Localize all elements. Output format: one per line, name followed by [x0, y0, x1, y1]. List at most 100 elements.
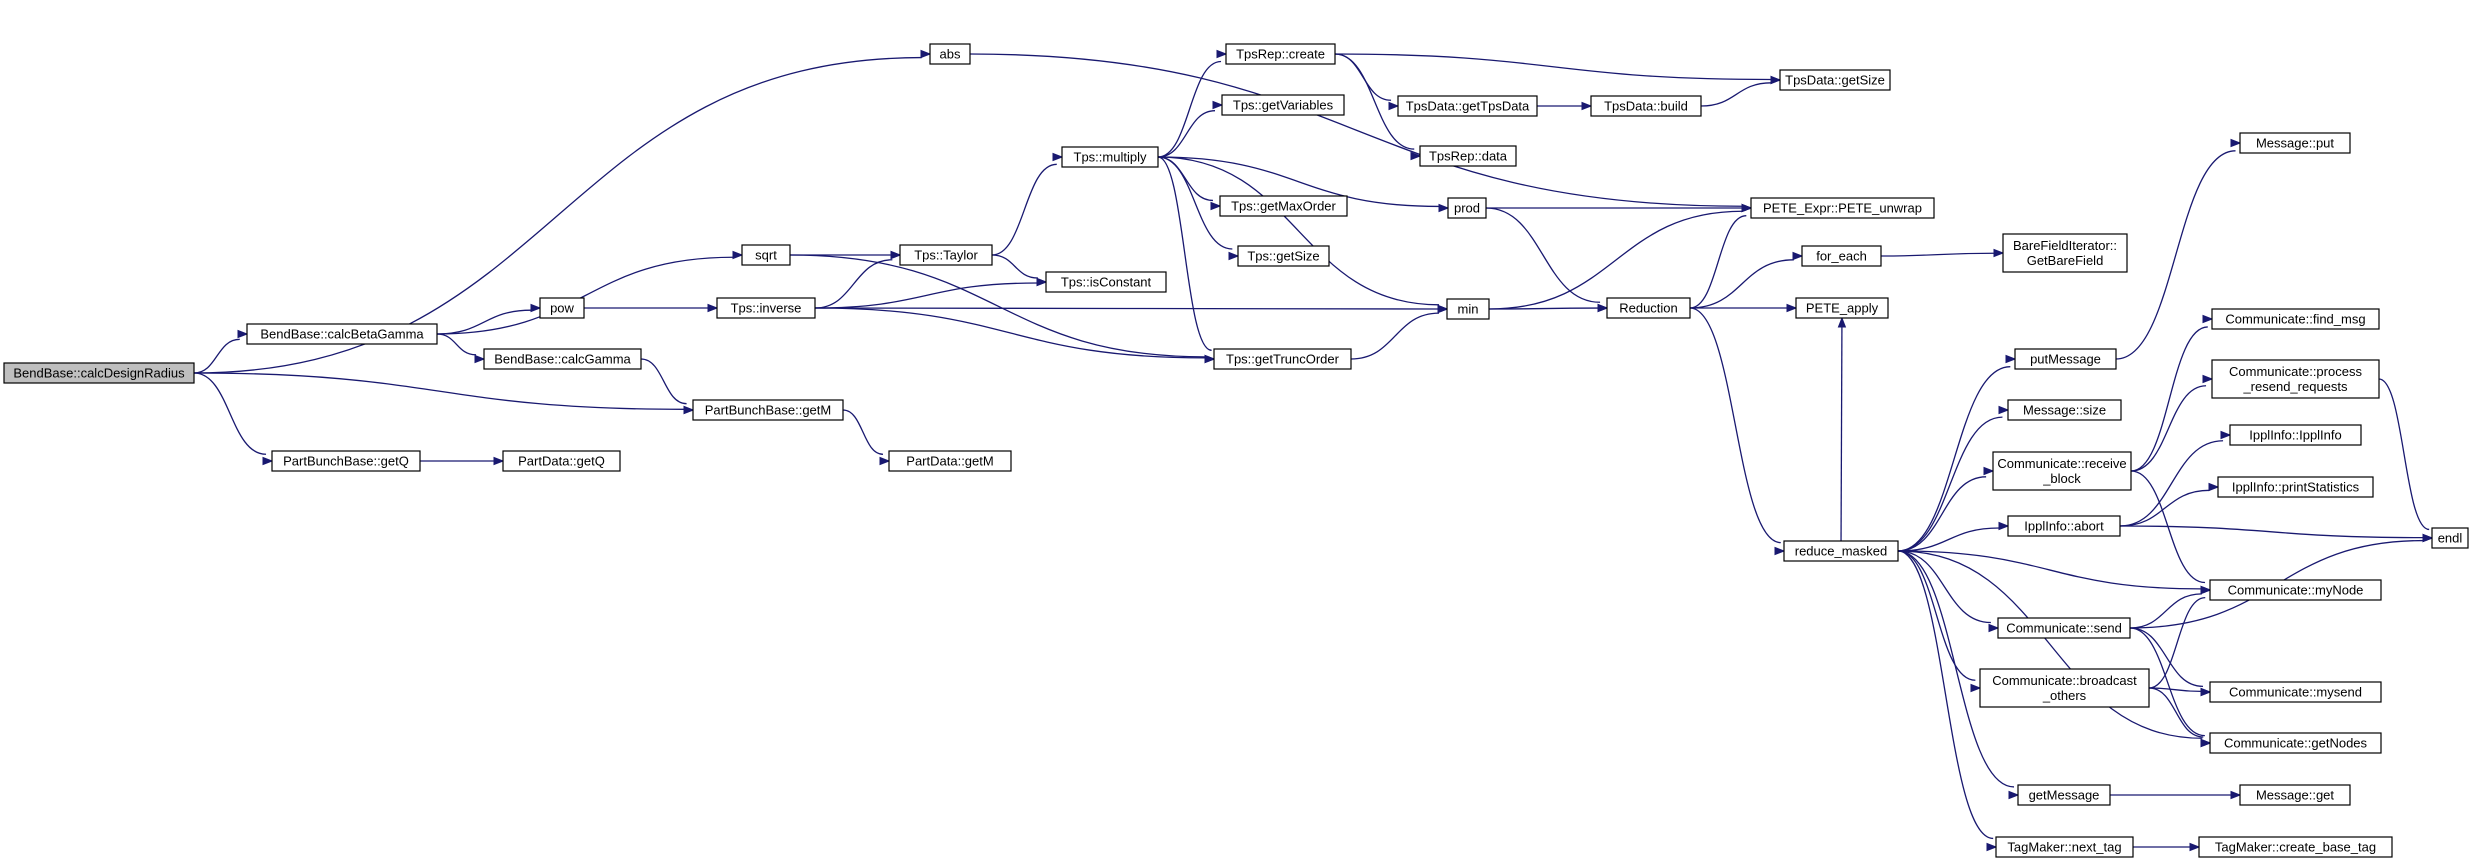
node-box [3, 362, 195, 384]
edge-build-to-dataGetSize [1700, 75, 1782, 107]
node-label: BendBase::calcGamma [494, 352, 631, 367]
node-pow[interactable]: pow [539, 297, 585, 319]
node-label: Tps::getMaxOrder [1231, 199, 1336, 214]
node-reduction[interactable]: Reduction [1606, 297, 1691, 319]
node-reduceMasked[interactable]: reduce_masked [1783, 540, 1899, 562]
arrowhead [2189, 842, 2201, 852]
arrowhead [1970, 683, 1982, 693]
node-receiveBlock[interactable]: Communicate::receive_block [1992, 451, 2132, 491]
node-label: Tps::isConstant [1061, 275, 1152, 290]
arrowhead [1998, 521, 2010, 531]
node-msgGet[interactable]: Message::get [2239, 784, 2351, 806]
node-processResend[interactable]: Communicate::process_resend_requests [2211, 359, 2380, 399]
node-getMessage[interactable]: getMessage [2017, 784, 2111, 806]
node-label: TpsRep::data [1429, 149, 1508, 164]
node-taylor[interactable]: Tps::Taylor [899, 244, 993, 266]
node-label: PartData::getQ [518, 454, 605, 469]
node-label: Communicate::broadcast [1992, 673, 2137, 688]
node-getVariables[interactable]: Tps::getVariables [1221, 94, 1345, 116]
arrowhead [1774, 546, 1786, 556]
node-multiply[interactable]: Tps::multiply [1061, 146, 1159, 168]
node-peteUnwrap[interactable]: PETE_Expr::PETE_unwrap [1750, 197, 1935, 219]
node-isConstant[interactable]: Tps::isConstant [1045, 271, 1167, 293]
node-repData[interactable]: TpsRep::data [1419, 145, 1517, 167]
node-nextTag[interactable]: TagMaker::next_tag [1995, 836, 2134, 858]
node-inverse[interactable]: Tps::inverse [716, 297, 816, 319]
node-box [1397, 95, 1538, 117]
node-printStats[interactable]: IpplInfo::printStatistics [2217, 476, 2374, 498]
node-putMessage[interactable]: putMessage [2014, 348, 2117, 370]
arrowhead [474, 354, 486, 364]
node-getTruncOrder[interactable]: Tps::getTruncOrder [1213, 348, 1352, 370]
node-root[interactable]: BendBase::calcDesignRadius [3, 362, 195, 384]
node-abs[interactable]: abs [929, 43, 971, 65]
node-box [1750, 197, 1935, 219]
node-prod[interactable]: prod [1447, 197, 1487, 219]
node-ipplInfoCtor[interactable]: IpplInfo::IpplInfo [2229, 424, 2362, 446]
node-tpsGetSize[interactable]: Tps::getSize [1237, 245, 1330, 267]
edge-abort-to-ipplInfoCtor [2119, 430, 2232, 527]
node-label: PartBunchBase::getM [705, 403, 831, 418]
arrowhead [1437, 304, 1449, 314]
node-dataGetSize[interactable]: TpsData::getSize [1779, 69, 1891, 91]
node-partGetQ[interactable]: PartBunchBase::getQ [271, 450, 421, 472]
node-msgPut[interactable]: Message::put [2239, 132, 2351, 154]
node-findMsg[interactable]: Communicate::find_msg [2211, 308, 2380, 330]
edge-forEach-to-bareField [1880, 248, 2005, 258]
node-label: IpplInfo::IpplInfo [2249, 428, 2342, 443]
arrowhead [2220, 430, 2232, 440]
node-label: min [1458, 302, 1479, 317]
node-label: BareFieldIterator:: [2013, 238, 2117, 253]
node-box [2217, 476, 2374, 498]
node-dataGetM[interactable]: PartData::getM [888, 450, 1012, 472]
node-calcGamma[interactable]: BendBase::calcGamma [483, 348, 642, 370]
arrowhead [1986, 842, 1998, 852]
node-bareField[interactable]: BareFieldIterator::GetBareField [2002, 233, 2128, 273]
node-getNodes[interactable]: Communicate::getNodes [2209, 732, 2382, 754]
arrowhead [1388, 101, 1400, 111]
node-peteApply[interactable]: PETE_apply [1795, 297, 1889, 319]
node-build[interactable]: TpsData::build [1590, 95, 1702, 117]
node-box [1795, 297, 1889, 319]
node-box [692, 399, 844, 421]
edge-multiply-to-prod [1157, 156, 1450, 213]
node-label: PETE_Expr::PETE_unwrap [1763, 201, 1922, 216]
node-box [539, 297, 585, 319]
node-box [2007, 399, 2122, 421]
node-box [2014, 348, 2117, 370]
node-abort[interactable]: IpplInfo::abort [2007, 515, 2121, 537]
node-label: _others [2042, 688, 2087, 703]
node-label: BendBase::calcDesignRadius [13, 366, 185, 381]
node-min[interactable]: min [1446, 298, 1490, 320]
arrowhead [2230, 138, 2242, 148]
node-sqrt[interactable]: sqrt [741, 244, 791, 266]
node-msgSize[interactable]: Message::size [2007, 399, 2122, 421]
arrowhead [1770, 75, 1782, 85]
edge-multiply-to-getVariables [1157, 100, 1224, 158]
node-endl[interactable]: endl [2431, 527, 2469, 549]
node-label: _block [2042, 471, 2081, 486]
node-dataGetQ[interactable]: PartData::getQ [502, 450, 621, 472]
node-repCreate[interactable]: TpsRep::create [1225, 43, 1336, 65]
node-mysend[interactable]: Communicate::mysend [2209, 681, 2382, 703]
node-label: Message::put [2256, 136, 2334, 151]
edge-multiply-to-tpsGetSize [1157, 156, 1240, 261]
arrowhead [920, 49, 932, 59]
node-getMaxOrder[interactable]: Tps::getMaxOrder [1219, 195, 1348, 217]
node-broadcast[interactable]: Communicate::broadcast_others [1979, 668, 2150, 708]
node-partGetM[interactable]: PartBunchBase::getM [692, 399, 844, 421]
arrowhead [2202, 314, 2214, 324]
edge-reduceMasked-to-broadcast [1897, 550, 1982, 693]
node-label: endl [2438, 531, 2463, 546]
arrowhead [2008, 790, 2020, 800]
node-calcBetaGamma[interactable]: BendBase::calcBetaGamma [246, 323, 438, 345]
arrowhead [1792, 251, 1804, 261]
node-forEach[interactable]: for_each [1801, 245, 1882, 267]
node-createBaseTag[interactable]: TagMaker::create_base_tag [2198, 836, 2393, 858]
node-myNode[interactable]: Communicate::myNode [2209, 579, 2382, 601]
arrowhead [1052, 152, 1064, 162]
node-getTpsData[interactable]: TpsData::getTpsData [1397, 95, 1538, 117]
node-box [1997, 617, 2131, 639]
edge-reduceMasked-to-nextTag [1897, 550, 1998, 852]
node-send[interactable]: Communicate::send [1997, 617, 2131, 639]
